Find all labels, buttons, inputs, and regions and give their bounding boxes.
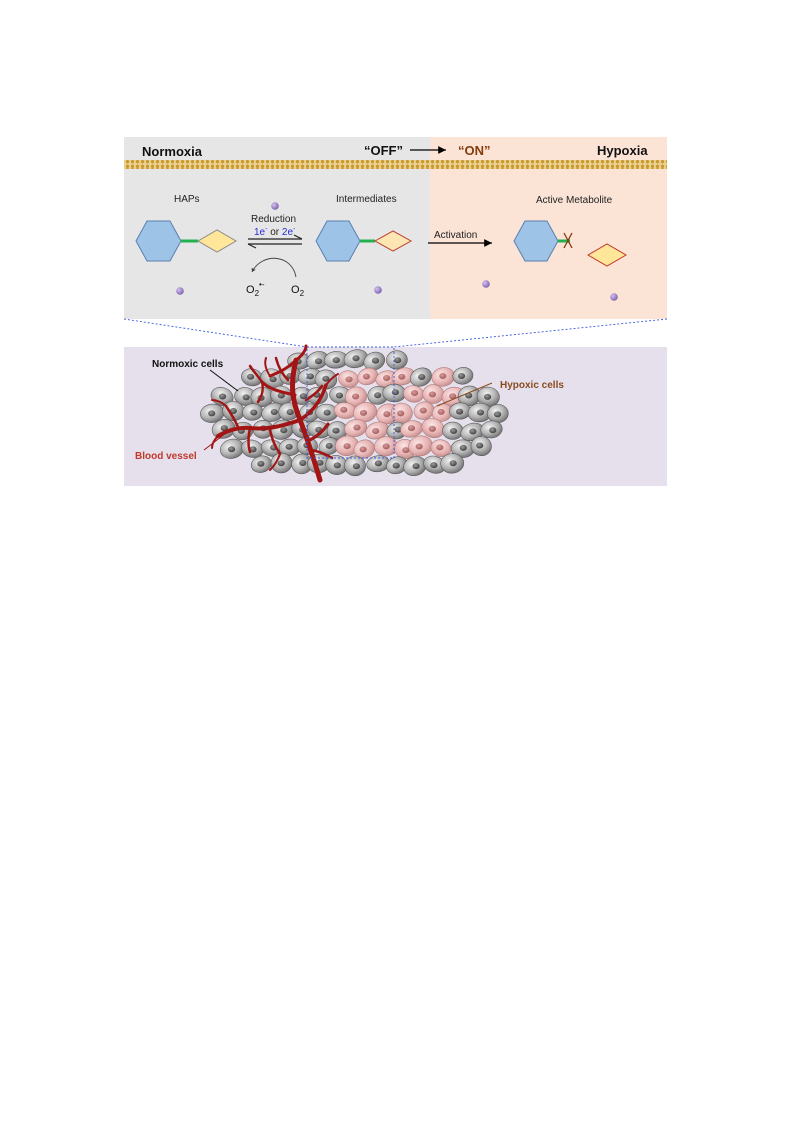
hypoxic-cell [344,386,368,407]
zoom-line-right [393,318,668,348]
hypoxic-cell [422,384,445,404]
hypoxic-cell [431,403,453,422]
normoxic-cell [452,367,474,385]
active-metabolite [513,220,627,267]
normoxic-cell [366,455,390,473]
haps-label: HAPs [174,194,200,205]
normoxic-cell [291,453,313,475]
normoxic-cell [460,422,485,441]
normoxic-cell [344,455,366,477]
molecule-dot [374,286,382,294]
normoxic-cell [200,403,225,423]
hypoxic-cell [390,402,413,424]
cell-membrane [124,160,667,169]
hypoxic-cell [352,401,378,423]
normoxic-cell [442,421,464,440]
normoxic-cell [487,404,509,424]
normoxic-cell [241,368,263,387]
molecule-dot [176,287,184,295]
top-panel: Normoxia Hypoxia “OFF” “ON” HAPs Reducti… [124,137,667,319]
on-label: “ON” [458,143,491,158]
normoxic-cell [326,421,348,440]
normoxic-cells-pointer [209,369,239,392]
normoxic-cell [476,386,500,407]
svg-text:1e- or 2e-: 1e- or 2e- [254,226,296,238]
hypoxic-cell [391,367,415,386]
molecule-dot [482,280,490,288]
hypoxic-cells-label: Hypoxic cells [500,380,564,391]
active-hexagon [513,220,559,262]
normoxic-cell [363,351,386,371]
normoxic-cell [219,438,245,459]
hypoxic-cell [335,435,360,457]
hypoxic-cell [374,436,398,457]
zoom-region-box [306,346,395,459]
hypoxic-cell [413,401,435,420]
off-label: “OFF” [364,143,403,158]
reduction-label: Reduction [251,214,296,225]
molecule-dot [271,202,279,210]
oxygen-label: O2 [291,284,305,298]
zoom-line-left [123,318,308,348]
normoxic-cell [234,387,257,406]
hypoxic-cell [400,420,423,438]
normoxia-label: Normoxia [142,144,203,159]
electron-1e: 1e [254,227,266,238]
electron-or: or [267,227,281,238]
blood-vessel-label: Blood vessel [135,451,197,462]
hap-diamond [197,229,237,253]
hypoxic-cells-pointer [436,382,493,407]
normoxic-cell [250,455,272,473]
hypoxic-cell [357,367,379,386]
hypoxic-cell [344,419,368,437]
normoxic-cell [325,455,348,475]
normoxic-cell [480,420,503,439]
activation-label: Activation [434,230,477,241]
blood-vessel [211,344,339,483]
hypoxic-cell [430,439,452,458]
active-metabolite-label: Active Metabolite [536,195,613,206]
normoxic-cell [323,351,349,369]
electron-2e-sup: - [293,226,296,233]
molecule-dot [610,293,618,301]
normoxic-cell [306,351,329,370]
bottom-panel: Normoxic cells Hypoxic cells Blood vesse… [124,344,667,486]
intermediate-diamond [373,230,413,252]
hypoxic-cell [353,439,375,459]
reoxidation-curve-arrow [251,257,297,278]
electron-2e: 2e [282,227,294,238]
blood-vessel-pointer [203,429,231,451]
superoxide-label: O2•- [246,280,265,298]
hap-hexagon [135,220,182,262]
hypoxia-label: Hypoxia [597,143,648,158]
normoxic-cells-label: Normoxic cells [152,359,224,370]
reversible-arrow [247,234,303,249]
hypoxic-cell [403,385,424,403]
hypoxic-cell [421,418,445,439]
electron-1e-sup: - [265,226,268,233]
cleavage-cross-icon [563,232,573,249]
released-diamond [587,243,627,267]
hypoxic-cell [431,367,455,387]
normoxic-cell [386,350,408,370]
normoxic-cell [440,453,465,474]
intermediate-hexagon [315,220,361,262]
intermediate-molecule [315,220,413,262]
normoxic-cell [423,455,446,474]
electron-label: 1e- or 2e- [254,226,296,238]
intermediates-label: Intermediates [336,194,397,205]
normoxic-cell [470,436,492,457]
hypoxic-cell [338,370,359,388]
normoxic-cell [318,437,340,456]
hap-molecule [135,220,237,262]
normoxic-cell [409,367,432,387]
